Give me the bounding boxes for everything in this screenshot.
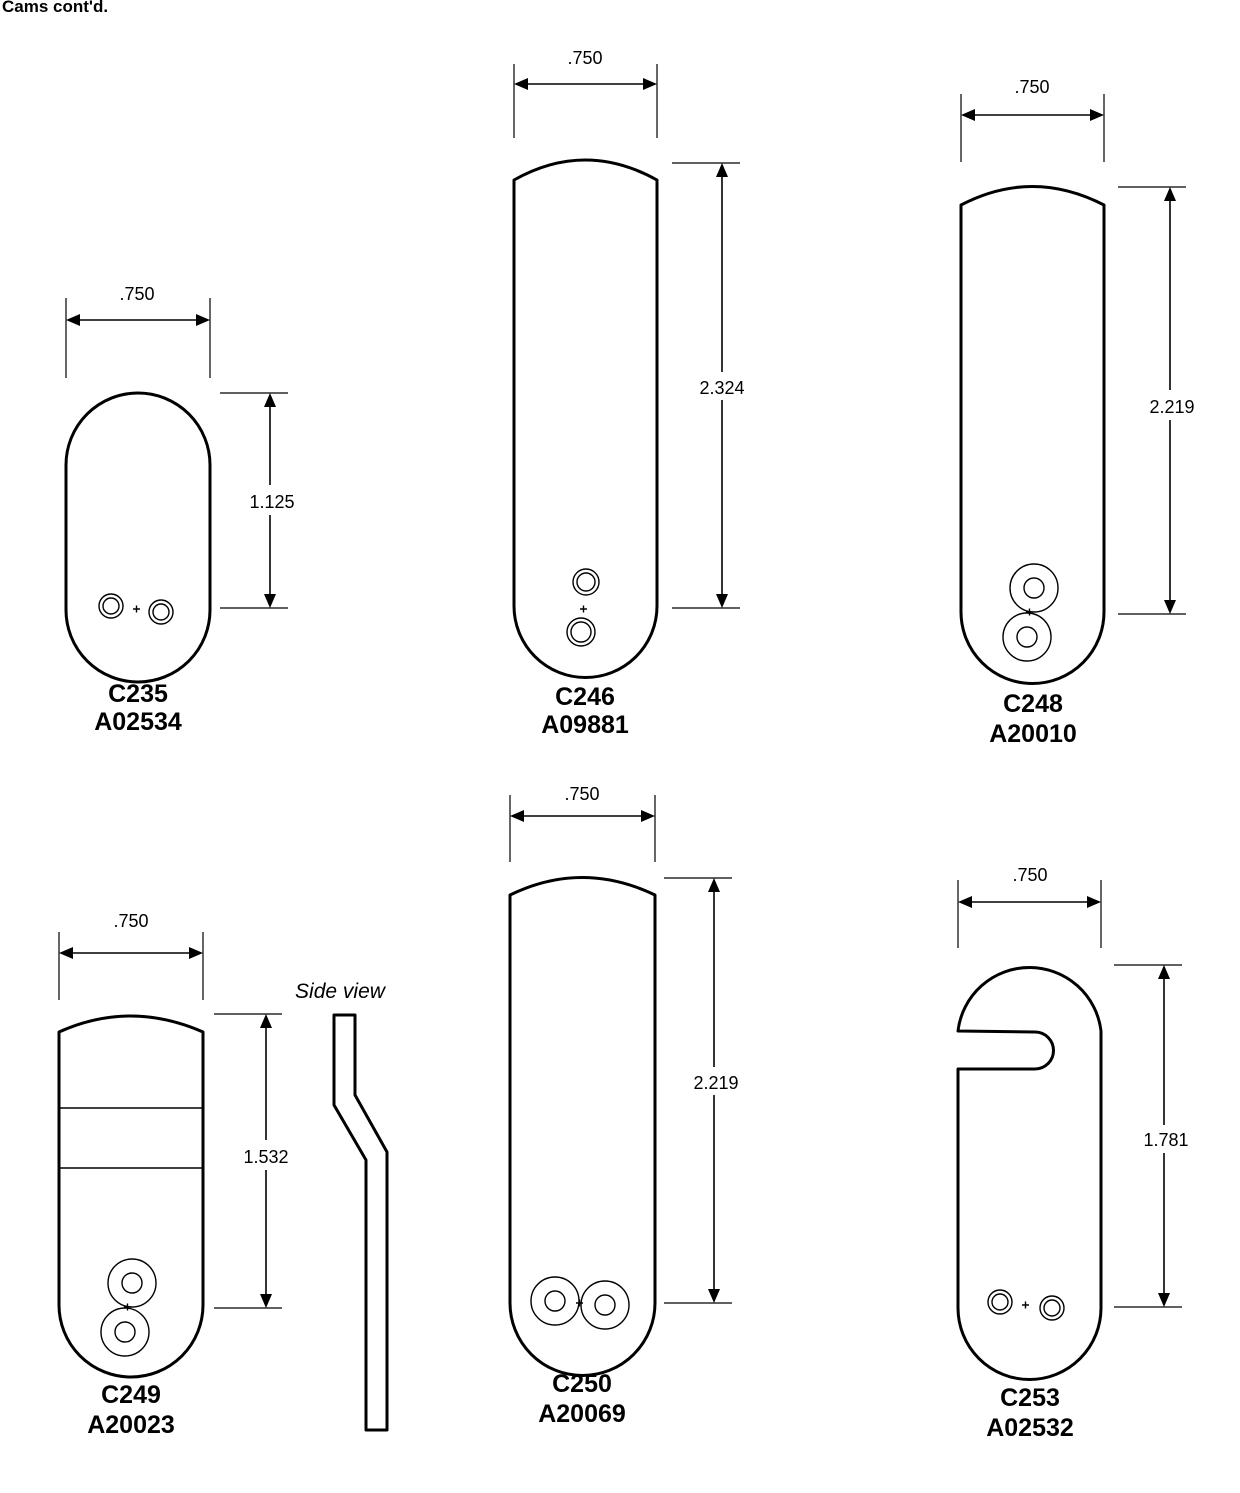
cam-c248-hole-inner [1023, 577, 1045, 599]
cam-c235-part-label: C235 [108, 680, 168, 708]
cam-c249-hole [107, 1258, 157, 1308]
cam-c250-height-label: 2.219 [693, 1073, 738, 1093]
cam-c235-height-arrow [264, 393, 276, 407]
side-view-label: Side view [295, 980, 387, 1003]
cam-c253-height-arrow [1158, 1293, 1170, 1307]
cam-c246-number-label: A09881 [541, 711, 629, 739]
cam-c253-center-mark [1022, 1301, 1029, 1309]
cam-c248-hole [1009, 563, 1059, 613]
cam-c248-height-arrow [1164, 187, 1176, 201]
cam-c246-height-arrow [716, 594, 728, 608]
cam-c248-hole-inner [1016, 626, 1038, 648]
cam-c246-center-mark [580, 605, 587, 613]
cam-c235: .750 1.125 C235 A02534 [64, 284, 295, 736]
cam-c246-part-label: C246 [555, 683, 615, 711]
cam-c235-height-arrow [264, 594, 276, 608]
cam-c250-hole [580, 1280, 630, 1330]
cam-c246-width-label: .750 [567, 48, 602, 68]
cam-c249-hole [100, 1307, 150, 1357]
cam-c235-width-label: .750 [119, 284, 154, 304]
cam-c249-width-arrow [59, 947, 73, 959]
cam-c250-hole-inner [544, 1290, 566, 1312]
cam-c246-hole-inner [570, 621, 592, 643]
cam-c235-hole-inner [102, 597, 120, 615]
cam-c248-hole [1002, 612, 1052, 662]
cam-c250-number-label: A20069 [538, 1400, 626, 1428]
cam-c249-height-label: 1.532 [243, 1147, 288, 1167]
cam-c246: .750 2.324 C246 A09881 [512, 48, 745, 739]
cam-c235-hole-inner [152, 603, 170, 621]
cam-c235-hole [98, 593, 124, 619]
cam-c235-width-arrow [196, 314, 210, 326]
cam-c248-width-label: .750 [1014, 77, 1049, 97]
cam-c248-part-label: C248 [1003, 690, 1063, 718]
cam-c253-hole-inner [1043, 1299, 1061, 1317]
cam-c253-outline [956, 965, 1103, 1381]
cam-c246-outline [512, 158, 659, 679]
cam-c250-width-arrow [510, 810, 524, 822]
cam-c253-width-arrow [958, 896, 972, 908]
cam-c253-part-label: C253 [1000, 1384, 1060, 1412]
cam-c250-width-arrow [641, 810, 655, 822]
cam-c250-center-mark [576, 1299, 583, 1307]
cam-c250: .750 2.219 C250 A20069 [508, 784, 739, 1428]
cam-c248-number-label: A20010 [989, 720, 1077, 748]
cam-c235-width-arrow [66, 314, 80, 326]
cam-c235-height-label: 1.125 [249, 492, 294, 512]
cam-c248-height-arrow [1164, 600, 1176, 614]
cam-c253: .750 1.781 C253 A02532 [956, 865, 1189, 1442]
cam-c249-hole-inner [114, 1321, 136, 1343]
cam-c249-center-mark [124, 1303, 131, 1311]
cam-c249: .750 1.532 Side view C249 A20023 [57, 911, 389, 1439]
cam-c249-number-label: A20023 [87, 1411, 175, 1439]
cam-c250-height-arrow [708, 878, 720, 892]
cam-c253-width-arrow [1087, 896, 1101, 908]
cam-c248-height-label: 2.219 [1149, 397, 1194, 417]
cam-c249-part-label: C249 [101, 1381, 161, 1409]
cam-c253-hole [987, 1289, 1013, 1315]
cam-c235-outline [64, 391, 212, 684]
cam-c250-outline [508, 876, 657, 1377]
cam-c253-hole-inner [991, 1293, 1009, 1311]
cam-c250-hole-inner [594, 1294, 616, 1316]
cam-c248-outline [959, 185, 1106, 685]
cam-c235-hole [148, 599, 174, 625]
cam-c248-width-arrow [961, 109, 975, 121]
cam-c253-height-arrow [1158, 965, 1170, 979]
cam-c235-number-label: A02534 [94, 708, 182, 736]
cam-c249-height-arrow [260, 1294, 272, 1308]
cam-c248-center-mark [1026, 608, 1033, 616]
cam-c246-hole [572, 568, 600, 596]
cam-c250-height-arrow [708, 1289, 720, 1303]
cam-c253-number-label: A02532 [986, 1414, 1074, 1442]
cam-c248-width-arrow [1090, 109, 1104, 121]
cam-c235-center-mark [133, 605, 140, 613]
cam-c253-width-label: .750 [1012, 865, 1047, 885]
cam-c249-width-arrow [189, 947, 203, 959]
cam-c246-hole [566, 617, 596, 647]
cam-c249-outline [57, 1014, 205, 1379]
cam-c253-height-label: 1.781 [1143, 1130, 1188, 1150]
cam-c246-height-arrow [716, 163, 728, 177]
cam-c250-width-label: .750 [564, 784, 599, 804]
cam-c248: .750 2.219 C248 A20010 [959, 77, 1195, 748]
cam-c250-part-label: C250 [552, 1370, 612, 1398]
sheet-header: Cams cont'd. [2, 0, 108, 16]
cam-c246-height-label: 2.324 [699, 378, 744, 398]
cam-c249-height-arrow [260, 1014, 272, 1028]
cam-c253-hole [1039, 1295, 1065, 1321]
cam-c246-width-arrow [643, 78, 657, 90]
cam-c246-hole-inner [576, 572, 596, 592]
cam-c246-width-arrow [514, 78, 528, 90]
cam-c250-hole [530, 1276, 580, 1326]
cam-c249-side-view [332, 1013, 389, 1432]
cam-c249-hole-inner [121, 1272, 143, 1294]
cam-c249-width-label: .750 [113, 911, 148, 931]
